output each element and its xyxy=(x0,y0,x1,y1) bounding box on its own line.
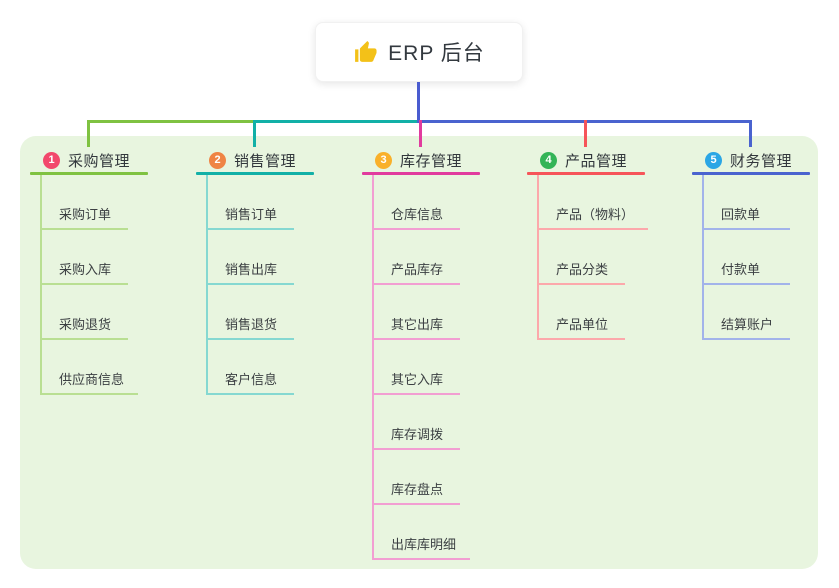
sub-item-node[interactable]: 回款单 xyxy=(704,175,790,230)
branch-items: 仓库信息产品库存其它出库其它入库库存调拨库存盘点出库库明细 xyxy=(372,175,480,560)
branch-underline xyxy=(362,172,480,175)
sub-item-node[interactable]: 其它入库 xyxy=(374,340,460,395)
sub-item-node[interactable]: 采购订单 xyxy=(42,175,128,230)
branch-node[interactable]: 2 销售管理 xyxy=(196,148,314,172)
branch-underline xyxy=(692,172,810,175)
sub-item-node[interactable]: 库存调拨 xyxy=(374,395,460,450)
branch-underline xyxy=(30,172,148,175)
branch-items: 产品（物料）产品分类产品单位 xyxy=(537,175,649,340)
sub-item-node[interactable]: 产品库存 xyxy=(374,230,460,285)
sub-item-node[interactable]: 销售出库 xyxy=(208,230,294,285)
connector-line xyxy=(749,120,752,147)
branch-node[interactable]: 1 采购管理 xyxy=(30,148,148,172)
connector-line xyxy=(87,120,253,123)
thumbs-up-icon xyxy=(355,40,377,62)
branch-items: 销售订单销售出库销售退货客户信息 xyxy=(206,175,314,395)
branch-node[interactable]: 5 财务管理 xyxy=(692,148,810,172)
sub-item-node[interactable]: 客户信息 xyxy=(208,340,294,395)
sub-item-node[interactable]: 销售订单 xyxy=(208,175,294,230)
connector-line xyxy=(584,120,587,147)
branch-node[interactable]: 3 库存管理 xyxy=(362,148,480,172)
branch: 5 财务管理 回款单付款单结算账户 xyxy=(692,148,810,340)
root-title: ERP 后台 xyxy=(388,42,485,65)
sub-item-node[interactable]: 其它出库 xyxy=(374,285,460,340)
branch: 4 产品管理 产品（物料）产品分类产品单位 xyxy=(527,148,649,340)
branch-number-badge: 1 xyxy=(43,151,60,169)
connector-line xyxy=(87,120,90,147)
sub-item-node[interactable]: 出库库明细 xyxy=(374,505,471,560)
branch-underline xyxy=(196,172,314,175)
branch-number-badge: 2 xyxy=(209,151,226,169)
mindmap-canvas-panel xyxy=(20,136,818,569)
branch-number-badge: 4 xyxy=(540,151,557,169)
connector-line xyxy=(417,82,420,123)
sub-item-node[interactable]: 采购退货 xyxy=(42,285,128,340)
branch: 2 销售管理 销售订单销售出库销售退货客户信息 xyxy=(196,148,314,395)
branch-underline xyxy=(527,172,645,175)
sub-item-node[interactable]: 供应商信息 xyxy=(42,340,139,395)
sub-item-node[interactable]: 产品分类 xyxy=(539,230,625,285)
root-node-erp[interactable]: ERP 后台 xyxy=(315,22,523,82)
branch-number-badge: 3 xyxy=(375,151,392,169)
branch: 3 库存管理 仓库信息产品库存其它出库其它入库库存调拨库存盘点出库库明细 xyxy=(362,148,480,560)
sub-item-node[interactable]: 销售退货 xyxy=(208,285,294,340)
connector-line xyxy=(253,120,256,147)
sub-item-node[interactable]: 产品单位 xyxy=(539,285,625,340)
sub-item-node[interactable]: 库存盘点 xyxy=(374,450,460,505)
sub-item-node[interactable]: 采购入库 xyxy=(42,230,128,285)
connector-line xyxy=(419,120,422,147)
branch-items: 采购订单采购入库采购退货供应商信息 xyxy=(40,175,148,395)
sub-item-node[interactable]: 仓库信息 xyxy=(374,175,460,230)
branch: 1 采购管理 采购订单采购入库采购退货供应商信息 xyxy=(30,148,148,395)
sub-item-node[interactable]: 产品（物料） xyxy=(539,175,649,230)
sub-item-node[interactable]: 结算账户 xyxy=(704,285,790,340)
branch-number-badge: 5 xyxy=(705,151,722,169)
branch-node[interactable]: 4 产品管理 xyxy=(527,148,645,172)
connector-line xyxy=(253,120,417,123)
branch-items: 回款单付款单结算账户 xyxy=(702,175,810,340)
sub-item-node[interactable]: 付款单 xyxy=(704,230,790,285)
